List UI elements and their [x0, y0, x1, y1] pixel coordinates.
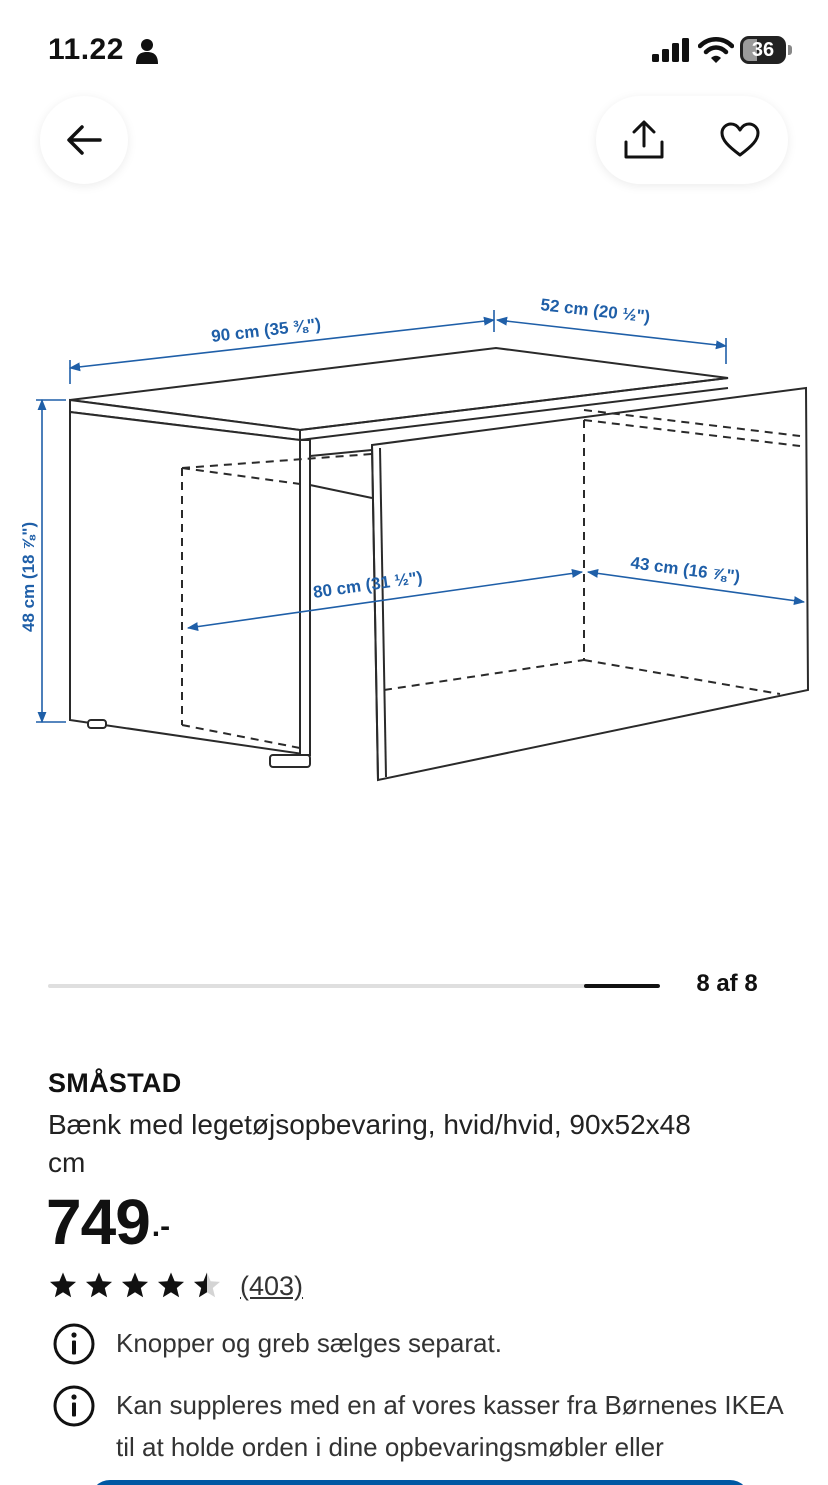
- rating-row[interactable]: (403): [48, 1268, 303, 1304]
- price-suffix: .-: [151, 1210, 171, 1243]
- product-description: Bænk med legetøjsopbevaring, hvid/hvid, …: [48, 1109, 691, 1178]
- share-button[interactable]: [596, 96, 692, 184]
- height-dimension-label: 48 cm (18 ⅞"): [19, 522, 38, 632]
- arrow-left-icon: [67, 125, 102, 155]
- carousel-progress-thumb: [584, 984, 660, 988]
- actions-pill: [596, 96, 788, 184]
- dimension-lines: [36, 310, 806, 724]
- status-time: 11.22: [48, 33, 124, 66]
- favorite-button[interactable]: [692, 96, 788, 184]
- star-full-icon: [86, 1272, 112, 1298]
- share-icon: [624, 120, 664, 159]
- info-icon: [53, 1385, 95, 1427]
- add-to-cart-button[interactable]: [90, 1480, 750, 1485]
- battery-level-text: 36: [751, 39, 775, 61]
- price: 749 .-: [46, 1186, 170, 1258]
- star-full-icon: [158, 1272, 184, 1298]
- hidden-lines: [181, 409, 801, 749]
- info-row-knobs: Knopper og greb sælges separat.: [52, 1322, 796, 1366]
- price-value: 749: [46, 1186, 151, 1258]
- battery-tip: [788, 45, 792, 55]
- info-row-boxes: Kan suppleres med en af vores kasser fra…: [52, 1384, 796, 1468]
- star-full-icon: [122, 1272, 148, 1298]
- battery-indicator: 36: [740, 36, 792, 64]
- star-rating: [48, 1271, 228, 1301]
- cellular-signal-icon: [652, 38, 689, 62]
- depth-dimension-label: 52 cm (20 ½"): [540, 295, 652, 326]
- back-button[interactable]: [40, 96, 128, 184]
- carousel-progress-track[interactable]: [48, 984, 660, 988]
- info-text: Kan suppleres med en af vores kasser fra…: [116, 1390, 783, 1462]
- info-text: Knopper og greb sælges separat.: [116, 1328, 502, 1358]
- product-dimension-image: 90 cm (35 ⅜") 52 cm (20 ½") 48 cm (18 ⅞"…: [19, 295, 810, 782]
- star-full-icon: [50, 1272, 76, 1298]
- heart-icon: [720, 122, 760, 157]
- product-name: SMÅSTAD: [48, 1068, 182, 1098]
- battery-body: 36: [740, 36, 786, 64]
- status-bar: 11.22 36: [0, 0, 828, 100]
- star-half-icon: [194, 1272, 220, 1298]
- battery-fill: [743, 39, 758, 61]
- review-count-link[interactable]: (403): [240, 1270, 304, 1301]
- info-icon: [53, 1323, 95, 1365]
- wifi-icon: [698, 37, 734, 63]
- carousel-counter: 8 af 8: [696, 970, 758, 997]
- person-icon: [136, 39, 158, 64]
